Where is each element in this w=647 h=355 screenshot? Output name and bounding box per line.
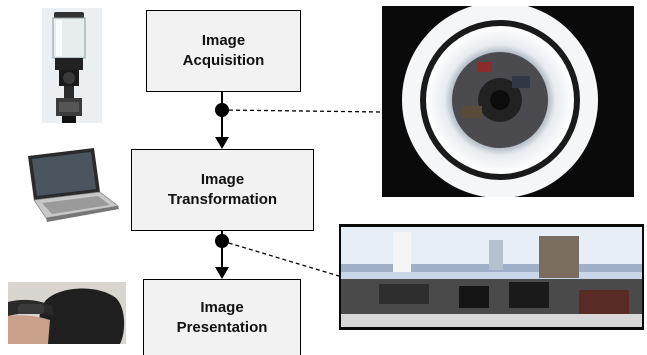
leader-line-2 — [221, 240, 340, 277]
step-2-line1: Image — [200, 171, 245, 188]
fisheye-image-photo — [382, 6, 634, 197]
step-image-acquisition: Image Acquisition — [146, 10, 301, 92]
step-image-transformation: Image Transformation — [131, 149, 314, 231]
step-image-presentation: Image Presentation — [143, 279, 301, 355]
arrow-1-head — [215, 137, 229, 149]
step-3-line1: Image — [200, 298, 244, 316]
arrow-2-head — [215, 267, 229, 279]
laptop-photo — [28, 148, 119, 222]
panoramic-image-photo — [339, 224, 644, 330]
step-3-line2: Presentation — [176, 318, 268, 336]
step-1-line1: Image — [201, 32, 246, 49]
leader-line-1 — [221, 109, 383, 113]
step-2-line2: Transformation — [167, 191, 278, 208]
omnidirectional-camera-photo — [42, 8, 102, 123]
step-1-line2: Acquisition — [182, 52, 265, 69]
head-mounted-display-photo — [8, 282, 126, 344]
